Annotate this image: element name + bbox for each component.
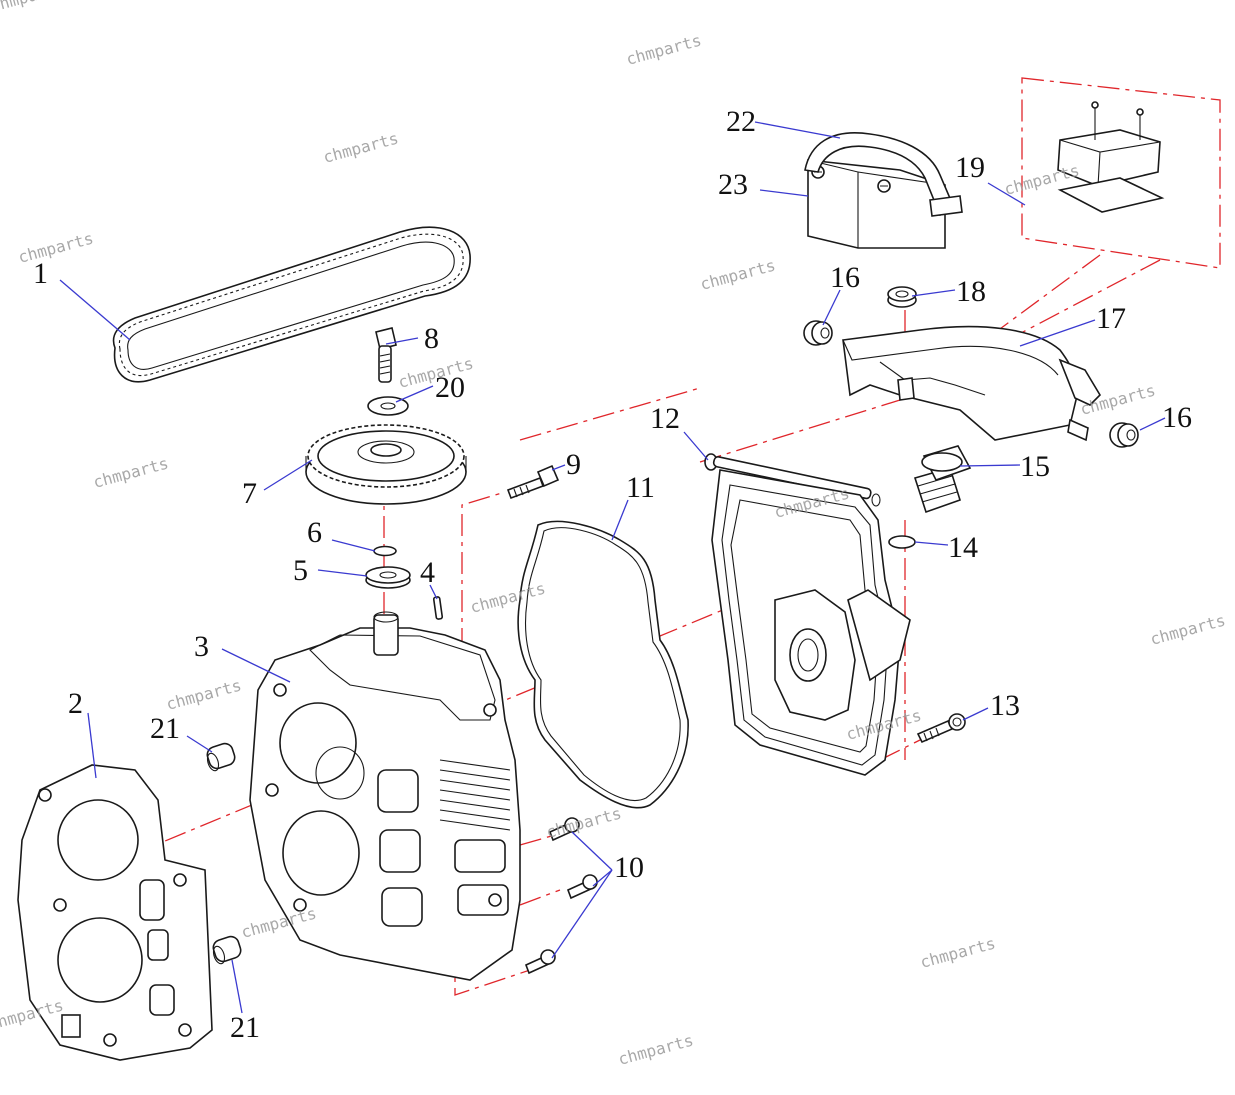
callout-16-lower: 16 — [1162, 401, 1192, 434]
callout-14: 14 — [948, 531, 978, 564]
watermark: chmparts — [91, 454, 170, 492]
bolt9-axis-line — [461, 491, 506, 650]
callout-9: 9 — [566, 448, 581, 481]
o-ring-14 — [888, 535, 916, 549]
callout-6: 6 — [307, 516, 322, 549]
key-4 — [432, 596, 444, 620]
bolt-13 — [916, 713, 966, 744]
grommet-upper — [803, 320, 833, 346]
watermark: chmparts — [164, 676, 243, 714]
cover-gasket — [517, 520, 689, 809]
retaining-strap — [804, 132, 963, 217]
bolt-10-lower — [524, 949, 556, 975]
callout-15: 15 — [1020, 450, 1050, 483]
bolt-9 — [506, 464, 560, 500]
dowel-pin-lower — [212, 935, 242, 965]
callout-5: 5 — [293, 554, 308, 587]
callout-21-upper: 21 — [150, 712, 180, 745]
watermark: chmparts — [698, 256, 777, 294]
callout-19: 19 — [955, 151, 985, 184]
bolt10b-axis-line — [519, 889, 561, 906]
callout-22: 22 — [726, 105, 756, 138]
head-cover — [711, 469, 911, 776]
gear-bolt — [375, 327, 397, 383]
watermark: chmparts — [616, 1031, 695, 1069]
bolt12-axis-line — [699, 399, 901, 463]
watermark: chmparts — [1148, 611, 1227, 649]
callout-21-lower: 21 — [230, 1011, 260, 1044]
dowel-pin-upper — [206, 742, 236, 772]
oil-filler-cap — [913, 445, 972, 514]
o-ring-6 — [373, 545, 397, 557]
bolt10a-axis-line — [519, 834, 556, 846]
callout-16-upper: 16 — [830, 261, 860, 294]
oil-seal-5 — [365, 566, 411, 589]
callout-10: 10 — [614, 851, 644, 884]
watermark: chmparts — [16, 229, 95, 267]
bolt-10-middle — [566, 874, 598, 900]
cylinder-head — [249, 611, 521, 981]
callout-labels: 1 2 3 4 5 6 7 8 9 10 11 12 13 14 15 16 1… — [33, 105, 1192, 1044]
module-bracket-box — [1021, 77, 1221, 269]
cover-axis-line — [519, 387, 701, 441]
grommet-18 — [887, 286, 917, 308]
watermark: chmparts — [624, 31, 703, 69]
bolt-10-upper — [548, 817, 580, 842]
module-assembly-19 — [1057, 101, 1165, 213]
watermark: chmparts — [321, 129, 400, 167]
watermark: chmparts — [918, 934, 997, 972]
callout-12: 12 — [650, 402, 680, 435]
head-gasket — [17, 764, 213, 1061]
callout-18: 18 — [956, 275, 986, 308]
callout-4: 4 — [420, 556, 435, 589]
callout-11: 11 — [626, 471, 655, 504]
watermark: chmparts — [544, 804, 623, 842]
callout-23: 23 — [718, 168, 748, 201]
callout-20: 20 — [435, 371, 465, 404]
callout-8: 8 — [424, 322, 439, 355]
callout-3: 3 — [194, 630, 209, 663]
module-leader-1 — [984, 254, 1101, 341]
callout-13: 13 — [990, 689, 1020, 722]
belt-cover — [842, 325, 1102, 442]
watermark: chmparts — [0, 0, 67, 16]
callout-17: 17 — [1096, 302, 1126, 335]
electrical-module — [807, 159, 946, 249]
cam-pulley — [305, 424, 467, 505]
callout-2: 2 — [68, 687, 83, 720]
callout-7: 7 — [242, 477, 257, 510]
leader-lines — [59, 121, 1166, 1014]
callout-1: 1 — [33, 257, 48, 290]
grommet-lower — [1109, 422, 1139, 448]
timing-belt — [112, 226, 471, 383]
